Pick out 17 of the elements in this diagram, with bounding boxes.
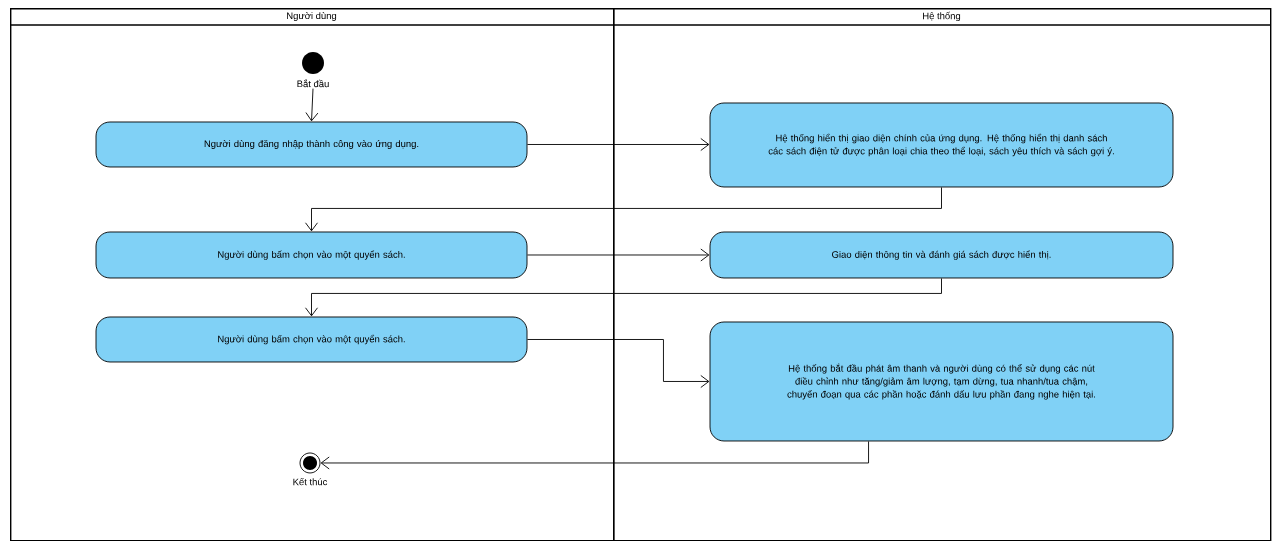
action-box: Người dùng đăng nhập thành công vào ứng dụng. (95, 121, 528, 168)
action-box: Giao diện thông tin và đánh giá sách được hiển thị. (709, 231, 1174, 279)
start-node (302, 52, 324, 74)
arrow (305, 278, 942, 317)
arrow (527, 248, 710, 262)
action-box: Hệ thống hiển thị giao diện chính của ứng dụng. Hệ thống hiển thị danh sách các sách điện tử được phân loại chia theo thể loại, sách yêu thích và sách gợi ý. (709, 102, 1174, 188)
action-box: Hệ thống bắt đầu phát âm thanh và người dùng có thể sử dụng các nút điều chỉnh như tăng/giảm âm lượng, tạm dừng, tua nhanh/tua chậm, chuyển đoạn qua các phần hoặc đánh dấu lưu phần đang nghe hiện tại. (709, 321, 1174, 442)
action-box: Người dùng bấm chọn vào một quyển sách. (95, 231, 528, 279)
arrow (527, 138, 710, 151)
arrow (305, 88, 319, 122)
arrow (305, 187, 942, 232)
node-label: Bắt đầu (297, 78, 329, 88)
arrow (527, 339, 710, 388)
action-box: Người dùng bấm chọn vào một quyển sách. (95, 316, 528, 363)
node-label: Kết thúc (293, 477, 328, 486)
arrow (320, 441, 869, 470)
end-node (299, 452, 321, 474)
